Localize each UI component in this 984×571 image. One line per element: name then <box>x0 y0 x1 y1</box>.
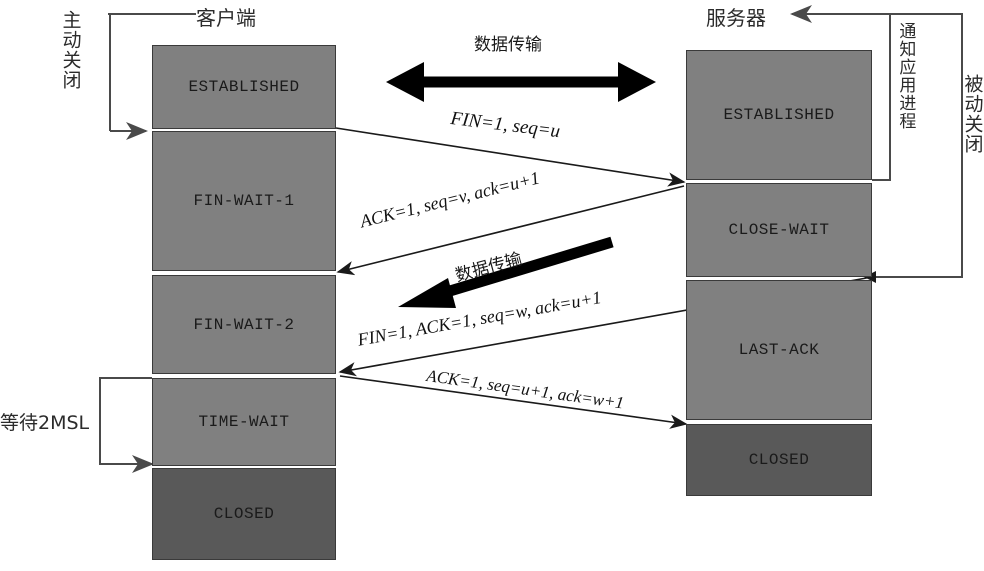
data-transfer-arrow-top <box>386 62 656 102</box>
data-transfer-mid-label: 数据传输 <box>453 249 525 287</box>
active-close-bracket <box>109 14 148 140</box>
wait-2msl-label: 等待2MSL <box>0 412 90 434</box>
client-state-established: ESTABLISHED <box>152 45 336 129</box>
server-title: 服务器 <box>706 6 766 30</box>
notify-app-label: 通知应用进程 <box>895 22 916 130</box>
client-state-fin-wait-2: FIN-WAIT-2 <box>152 275 336 374</box>
wait-2msl-bracket <box>99 377 154 473</box>
server-state-last-ack: LAST-ACK <box>686 280 872 420</box>
server-state-closed: CLOSED <box>686 424 872 496</box>
notify-app-bracket <box>872 14 891 181</box>
client-state-closed: CLOSED <box>152 468 336 560</box>
data-transfer-top-label: 数据传输 <box>474 35 542 55</box>
client-state-time-wait: TIME-WAIT <box>152 378 336 466</box>
message-label-fin1: FIN=1, seq=u <box>449 108 562 143</box>
server-state-close-wait: CLOSE-WAIT <box>686 183 872 277</box>
message-label-fin2: FIN=1, ACK=1, seq=w, ack=u+1 <box>356 287 603 350</box>
client-title: 客户端 <box>196 6 256 30</box>
passive-close-label: 被动关闭 <box>961 74 984 154</box>
server-state-established: ESTABLISHED <box>686 50 872 180</box>
message-label-ack1: ACK=1, seq=v, ack=u+1 <box>358 167 542 232</box>
client-state-fin-wait-1: FIN-WAIT-1 <box>152 131 336 271</box>
message-label-ack2: ACK=1, seq=u+1, ack=w+1 <box>425 366 626 413</box>
active-close-label: 主动关闭 <box>59 10 82 90</box>
